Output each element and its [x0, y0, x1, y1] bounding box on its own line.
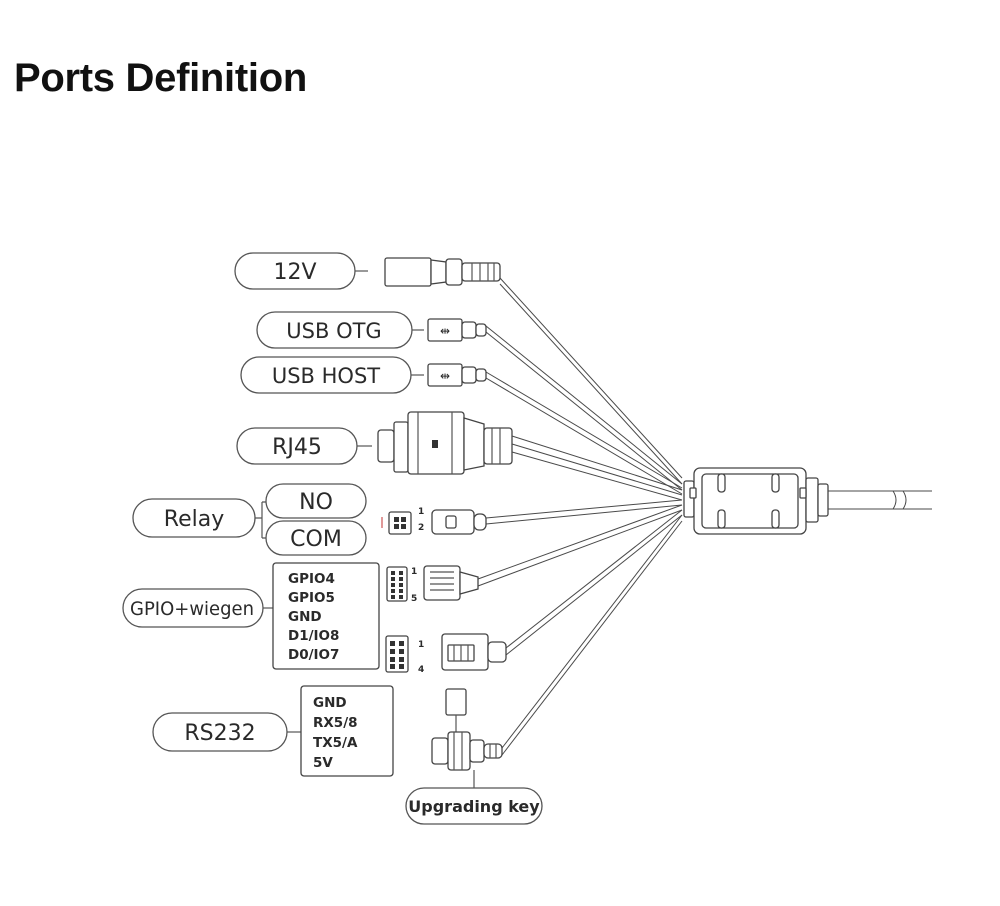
wire-usb-otg-a [485, 325, 683, 485]
svg-text:⇹: ⇹ [440, 324, 450, 338]
wire-12v-a [499, 277, 683, 479]
relay-pin-header [388, 511, 412, 535]
label-relay-no: NO [299, 490, 333, 515]
label-rj45: RJ45 [272, 435, 322, 460]
rs232-pin-header [385, 635, 409, 673]
label-12v: 12V [273, 260, 316, 285]
wire-rs232-a [505, 509, 683, 649]
label-upgrading-key: Upgrading key [408, 797, 540, 816]
upgrade-key-cap [445, 688, 467, 732]
label-upgrading-key-pill [405, 787, 543, 825]
gpio-connector [423, 565, 479, 601]
port-usb-host: USB HOST ⇹ [240, 356, 487, 394]
label-usb-otg: USB OTG [286, 319, 381, 343]
port-12v: 12V [234, 252, 501, 290]
relay-connector [431, 509, 487, 535]
wire-gpio-a [477, 504, 683, 580]
wire-rs232-b [505, 514, 683, 656]
label-relay: Relay [164, 507, 224, 532]
label-com-pill [265, 520, 367, 556]
relay-pin-first: 1 [418, 507, 424, 517]
wire-rj45-b [511, 443, 683, 496]
label-rs232: RS232 [184, 721, 255, 746]
svg-text:⇹: ⇹ [440, 369, 450, 383]
gpio-pin-2: GPIO5 [288, 590, 335, 606]
port-usb-otg: USB OTG ⇹ [256, 311, 487, 349]
wires [477, 277, 683, 756]
page-title: Ports Definition [14, 56, 307, 100]
gpio-pin-4: D1/IO8 [288, 628, 339, 644]
wire-usb-host-b [485, 377, 683, 495]
usb-otg-connector: ⇹ [427, 318, 487, 342]
wire-upgrade-b [501, 520, 683, 756]
rs232-pin-2: RX5/8 [313, 715, 358, 731]
gpio-pin-box [272, 562, 380, 670]
gpio-pin-last: 5 [411, 594, 417, 604]
gpio-pin-header [386, 566, 408, 602]
wire-relay-b [485, 504, 683, 525]
port-gpio: GPIO+wiegen GPIO4 GPIO5 GND D1/IO8 D0/IO… [122, 562, 479, 670]
rs232-pin-3: TX5/A [313, 735, 358, 751]
rs232-connector [441, 633, 507, 671]
relay-pin-last: 2 [418, 523, 424, 533]
gpio-pin-5: D0/IO7 [288, 647, 339, 663]
rs232-pin-last: 4 [418, 665, 424, 675]
main-cable [828, 490, 932, 510]
upgrade-key-connector [431, 731, 503, 771]
dc-jack-connector [384, 257, 501, 287]
gpio-pin-first: 1 [411, 567, 417, 577]
rs232-pin-box [300, 685, 394, 777]
wire-relay-a [485, 499, 683, 519]
port-upgrading-key: Upgrading key [405, 688, 543, 825]
rs232-pin-first: 1 [418, 640, 424, 650]
rj45-connector [377, 411, 513, 475]
label-no-pill [265, 483, 367, 519]
wire-rj45-c [511, 451, 683, 501]
rs232-pin-4: 5V [313, 755, 333, 771]
wire-upgrade-a [501, 514, 683, 749]
wire-12v-b [499, 283, 683, 485]
port-rs232: RS232 GND RX5/8 TX5/A 5V 1 4 [152, 633, 507, 777]
port-rj45: RJ45 [236, 411, 513, 475]
rs232-pin-1: GND [313, 695, 347, 711]
port-relay: Relay NO COM 1 2 [132, 483, 487, 556]
gpio-pin-3: GND [288, 609, 322, 625]
usb-host-connector: ⇹ [427, 363, 487, 387]
wire-usb-host-a [485, 371, 683, 489]
label-relay-com: COM [290, 527, 342, 552]
label-usb-host: USB HOST [272, 364, 380, 388]
cable-hub [683, 467, 829, 535]
wire-gpio-b [477, 509, 683, 587]
wire-usb-otg-b [485, 331, 683, 491]
gpio-pin-1: GPIO4 [288, 571, 335, 587]
wire-rj45-a [511, 435, 683, 491]
label-gpio: GPIO+wiegen [130, 598, 254, 620]
